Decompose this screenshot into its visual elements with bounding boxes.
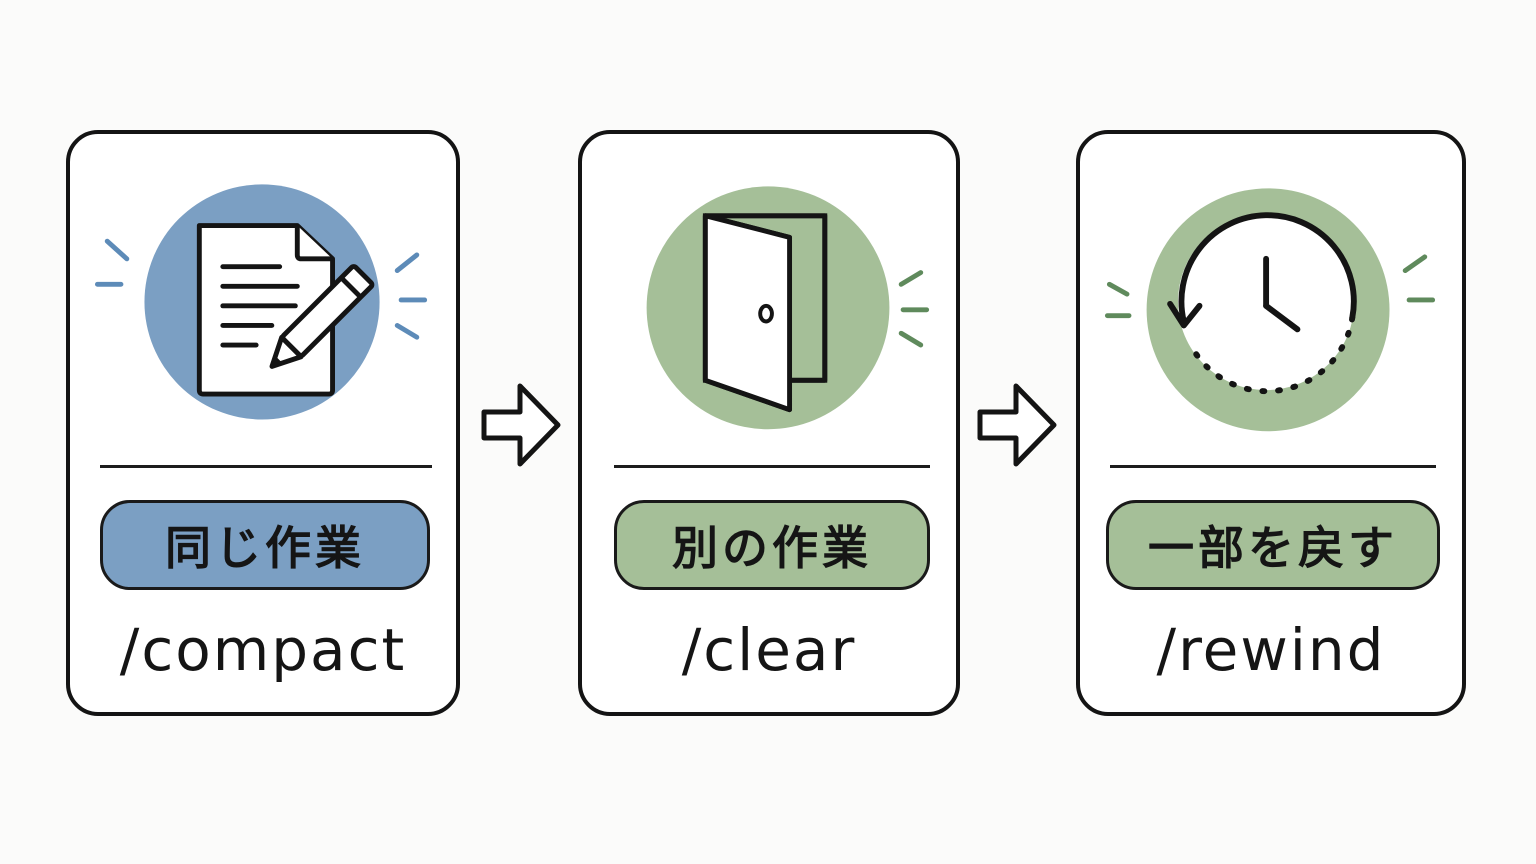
card-divider [100,465,432,468]
card-rewind: 一部を戻す /rewind [1076,130,1466,716]
command-rewind: /rewind [1156,616,1386,684]
label-pill-same-task: 同じ作業 [100,500,430,590]
open-door-icon [582,134,956,464]
command-compact: /compact [119,616,407,684]
command-clear: /clear [681,616,857,684]
right-arrow-icon [976,380,1060,470]
card-compact: 同じ作業 /compact [66,130,460,716]
rewind-clock-icon [1080,134,1462,464]
card-divider [1110,465,1436,468]
card-divider [614,465,930,468]
label-pill-different-task: 別の作業 [614,500,930,590]
card-clear: 別の作業 /clear [578,130,960,716]
right-arrow-icon [480,380,564,470]
document-pencil-icon [70,134,456,464]
label-pill-partial-revert: 一部を戻す [1106,500,1440,590]
